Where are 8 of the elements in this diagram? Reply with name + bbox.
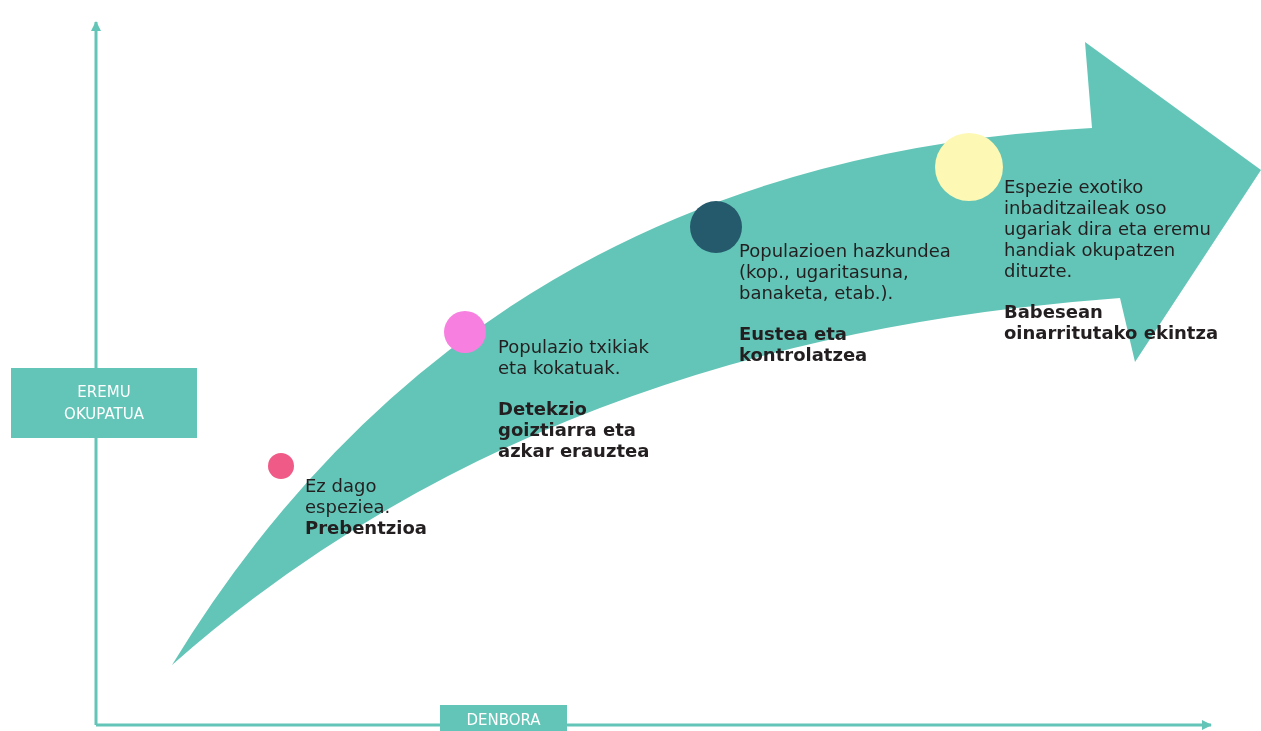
stage-description: Ez dago espeziea. <box>305 475 392 517</box>
axis-label: DENBORA <box>440 705 567 731</box>
stage-dot <box>444 311 486 353</box>
stage-description: Populazioen hazkundea (kop., ugaritasuna, banaketa, etab.). <box>739 240 952 303</box>
stage-dot <box>268 453 294 479</box>
stage-description: Populazio txikiak eta kokatuak. <box>498 336 650 378</box>
axis-label: EREMU OKUPATUA <box>11 368 197 438</box>
stage-description: Espezie exotiko inbaditzaileak oso ugariak dira eta eremu handiak okupatzen dituzte. <box>1004 176 1212 281</box>
